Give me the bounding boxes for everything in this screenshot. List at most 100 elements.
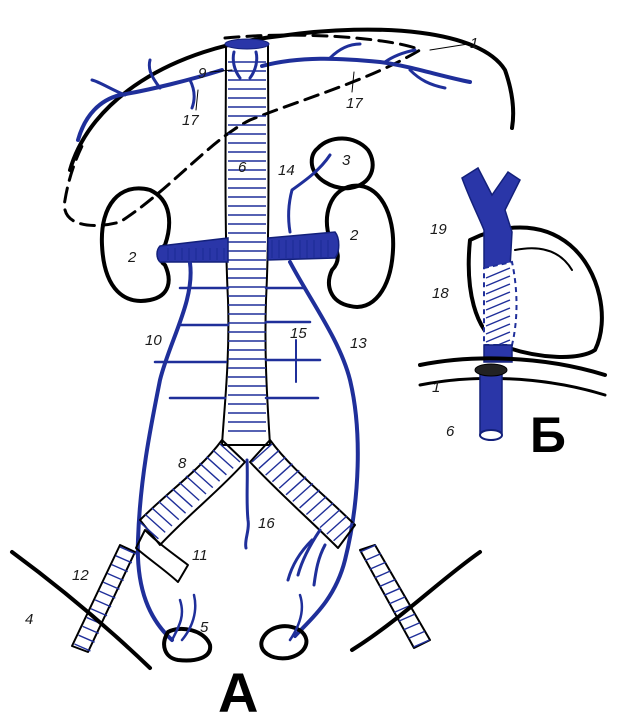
iliac-rib <box>251 443 273 463</box>
ext-iliac-rib <box>408 630 425 640</box>
iliac-rib <box>285 476 307 496</box>
iliac-rib <box>158 501 180 521</box>
iliac-rib <box>199 462 221 482</box>
ext-iliac-rib <box>384 587 401 596</box>
atrium-hatch-line <box>485 291 511 303</box>
leader-17-left <box>195 89 199 111</box>
iliac-rib <box>171 488 193 508</box>
panel-label-b: Б <box>530 407 566 463</box>
heart-outline <box>466 225 604 359</box>
leader-17-right <box>351 71 355 93</box>
label-3: 3 <box>342 152 351 169</box>
iliac-rib <box>178 481 200 501</box>
iliac-rib <box>333 522 355 542</box>
right-gonadal-vein <box>288 260 360 638</box>
left-internal-iliac <box>135 529 189 583</box>
right-common-iliac <box>249 439 356 549</box>
iliac-rib <box>212 449 234 469</box>
label-18: 18 <box>432 285 449 302</box>
iliac-rib <box>205 456 227 476</box>
liver-dashed-outline <box>63 33 422 227</box>
inset-diaphragm-outer <box>418 376 607 397</box>
left-testis <box>162 626 213 663</box>
ext-iliac-rib <box>374 570 391 579</box>
panel-label-a: А <box>218 661 258 723</box>
renal-vein-ribs <box>167 240 329 260</box>
leader-1 <box>429 43 469 51</box>
iliac-rib <box>299 489 321 509</box>
label-5: 5 <box>200 619 209 636</box>
ext-iliac-rib <box>103 581 120 590</box>
ext-iliac-rib <box>403 622 421 631</box>
hepatic-vein-right <box>260 56 472 84</box>
inset-heart <box>418 166 607 441</box>
right-internal-iliac <box>286 528 327 587</box>
label-13: 13 <box>350 335 367 352</box>
label-11: 11 <box>192 547 208 564</box>
iliac-rib <box>151 507 173 527</box>
ext-iliac-rib <box>90 608 108 617</box>
inferior-vena-cava <box>221 44 271 446</box>
ext-iliac-rib <box>119 546 137 555</box>
iliac-rib <box>292 482 314 502</box>
ivc-ribs <box>228 61 266 432</box>
hepatic-vein-left-branch <box>90 58 196 110</box>
right-external-iliac <box>359 544 431 649</box>
ext-iliac-rib <box>388 596 406 605</box>
atrium-hatch-line <box>485 323 511 335</box>
label-19: 19 <box>430 221 447 238</box>
ext-iliac-rib <box>78 634 95 643</box>
right-testis <box>259 624 309 661</box>
label-10: 10 <box>145 332 162 349</box>
lumbar-veins <box>153 286 322 400</box>
iliac-rib <box>265 456 287 476</box>
label-4: 4 <box>25 611 33 628</box>
iliac-rib <box>185 475 207 495</box>
left-gonadal-vein <box>135 261 193 642</box>
ext-iliac-rib <box>413 639 430 648</box>
diaphragm-outline <box>68 27 516 172</box>
hepatic-vein-left <box>76 68 224 142</box>
iliac-rib <box>219 443 241 463</box>
heart-inner-line <box>514 247 573 271</box>
pampiniform-plexus <box>170 593 304 642</box>
label-17-right: 17 <box>346 95 363 112</box>
atrium-hatch-line <box>485 331 511 343</box>
label-16: 16 <box>258 515 275 532</box>
atrium-hatch-line <box>485 283 511 295</box>
atrium-hatch-line <box>485 307 511 319</box>
label-12: 12 <box>72 567 89 584</box>
iliac-rib <box>258 450 280 470</box>
iliac-rib <box>278 469 300 489</box>
ext-iliac-rib <box>369 561 387 570</box>
ext-iliac-rib <box>393 604 411 614</box>
iliac-rib <box>271 463 293 483</box>
iliac-rib <box>165 494 187 514</box>
atrium-hatch-line <box>485 275 511 287</box>
label-6-inset: 6 <box>446 423 455 440</box>
median-sacral-vein <box>244 458 250 550</box>
label-6: 6 <box>238 159 247 176</box>
ext-iliac-rib <box>74 643 91 652</box>
ext-iliac-rib <box>94 599 112 608</box>
ext-iliac-rib <box>99 590 116 599</box>
ext-iliac-rib <box>398 613 416 622</box>
leader-9 <box>209 69 233 73</box>
atrium-hatch-line <box>485 315 511 327</box>
ext-iliac-rib <box>364 552 382 562</box>
inset-diaphragm <box>418 356 607 377</box>
phrenic-vein <box>231 50 259 80</box>
label-9: 9 <box>198 65 207 82</box>
left-inguinal-ligament <box>10 550 152 670</box>
external-iliac-ribs <box>74 544 430 652</box>
label-1: 1 <box>470 35 478 52</box>
iliac-rib <box>305 495 327 516</box>
iliac-rib <box>312 502 334 522</box>
iliac-rib <box>192 469 214 489</box>
left-kidney <box>99 186 172 303</box>
ext-iliac-rib <box>107 572 124 582</box>
label-2-right: 2 <box>349 227 359 244</box>
label-1-inset: 1 <box>432 379 440 396</box>
superior-vena-cava <box>461 166 521 269</box>
iliac-rib <box>319 509 341 529</box>
